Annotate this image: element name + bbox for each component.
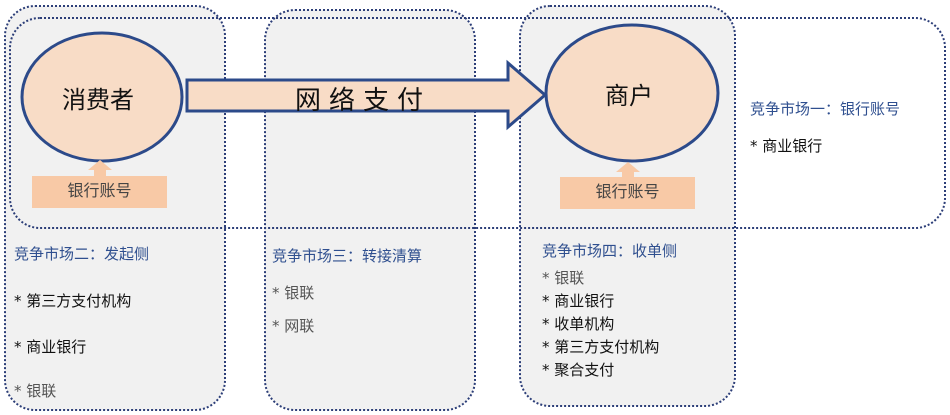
market2-title: 竞争市场二：发起侧 [14,245,150,263]
list-item: * 收单机构 [542,315,615,333]
list-item: * 银联 [272,284,315,302]
arrow-label: 网络支付 [295,86,432,116]
consumer-circle [20,31,184,163]
list-item: * 第三方支付机构 [542,338,660,356]
list-item: * 商业银行 [542,292,615,310]
market3-title: 竞争市场三：转接清算 [272,247,423,265]
merchant-label: 商户 [605,82,653,110]
list-item: * 银联 [542,269,585,287]
list-item: * 银联 [14,382,57,400]
market4-title: 竞争市场四：收单侧 [542,242,678,260]
merchant-circle [544,23,720,163]
list-item: * 第三方支付机构 [14,292,132,310]
payment-arrow [185,59,548,131]
consumer-label: 消费者 [62,86,134,114]
consumer-up-arrow [88,160,112,178]
list-item: * 网联 [272,317,315,335]
list-item: * 商业银行 [14,338,87,356]
market3-box [264,9,476,411]
consumer-bank-account: 银行账号 [32,176,167,208]
merchant-up-arrow [616,162,640,180]
list-item: * 商业银行 [750,137,823,155]
list-item: * 聚合支付 [542,361,615,379]
market1-box [9,17,946,229]
merchant-bank-account: 银行账号 [560,177,695,209]
market1-title: 竞争市场一：银行账号 [750,100,901,118]
